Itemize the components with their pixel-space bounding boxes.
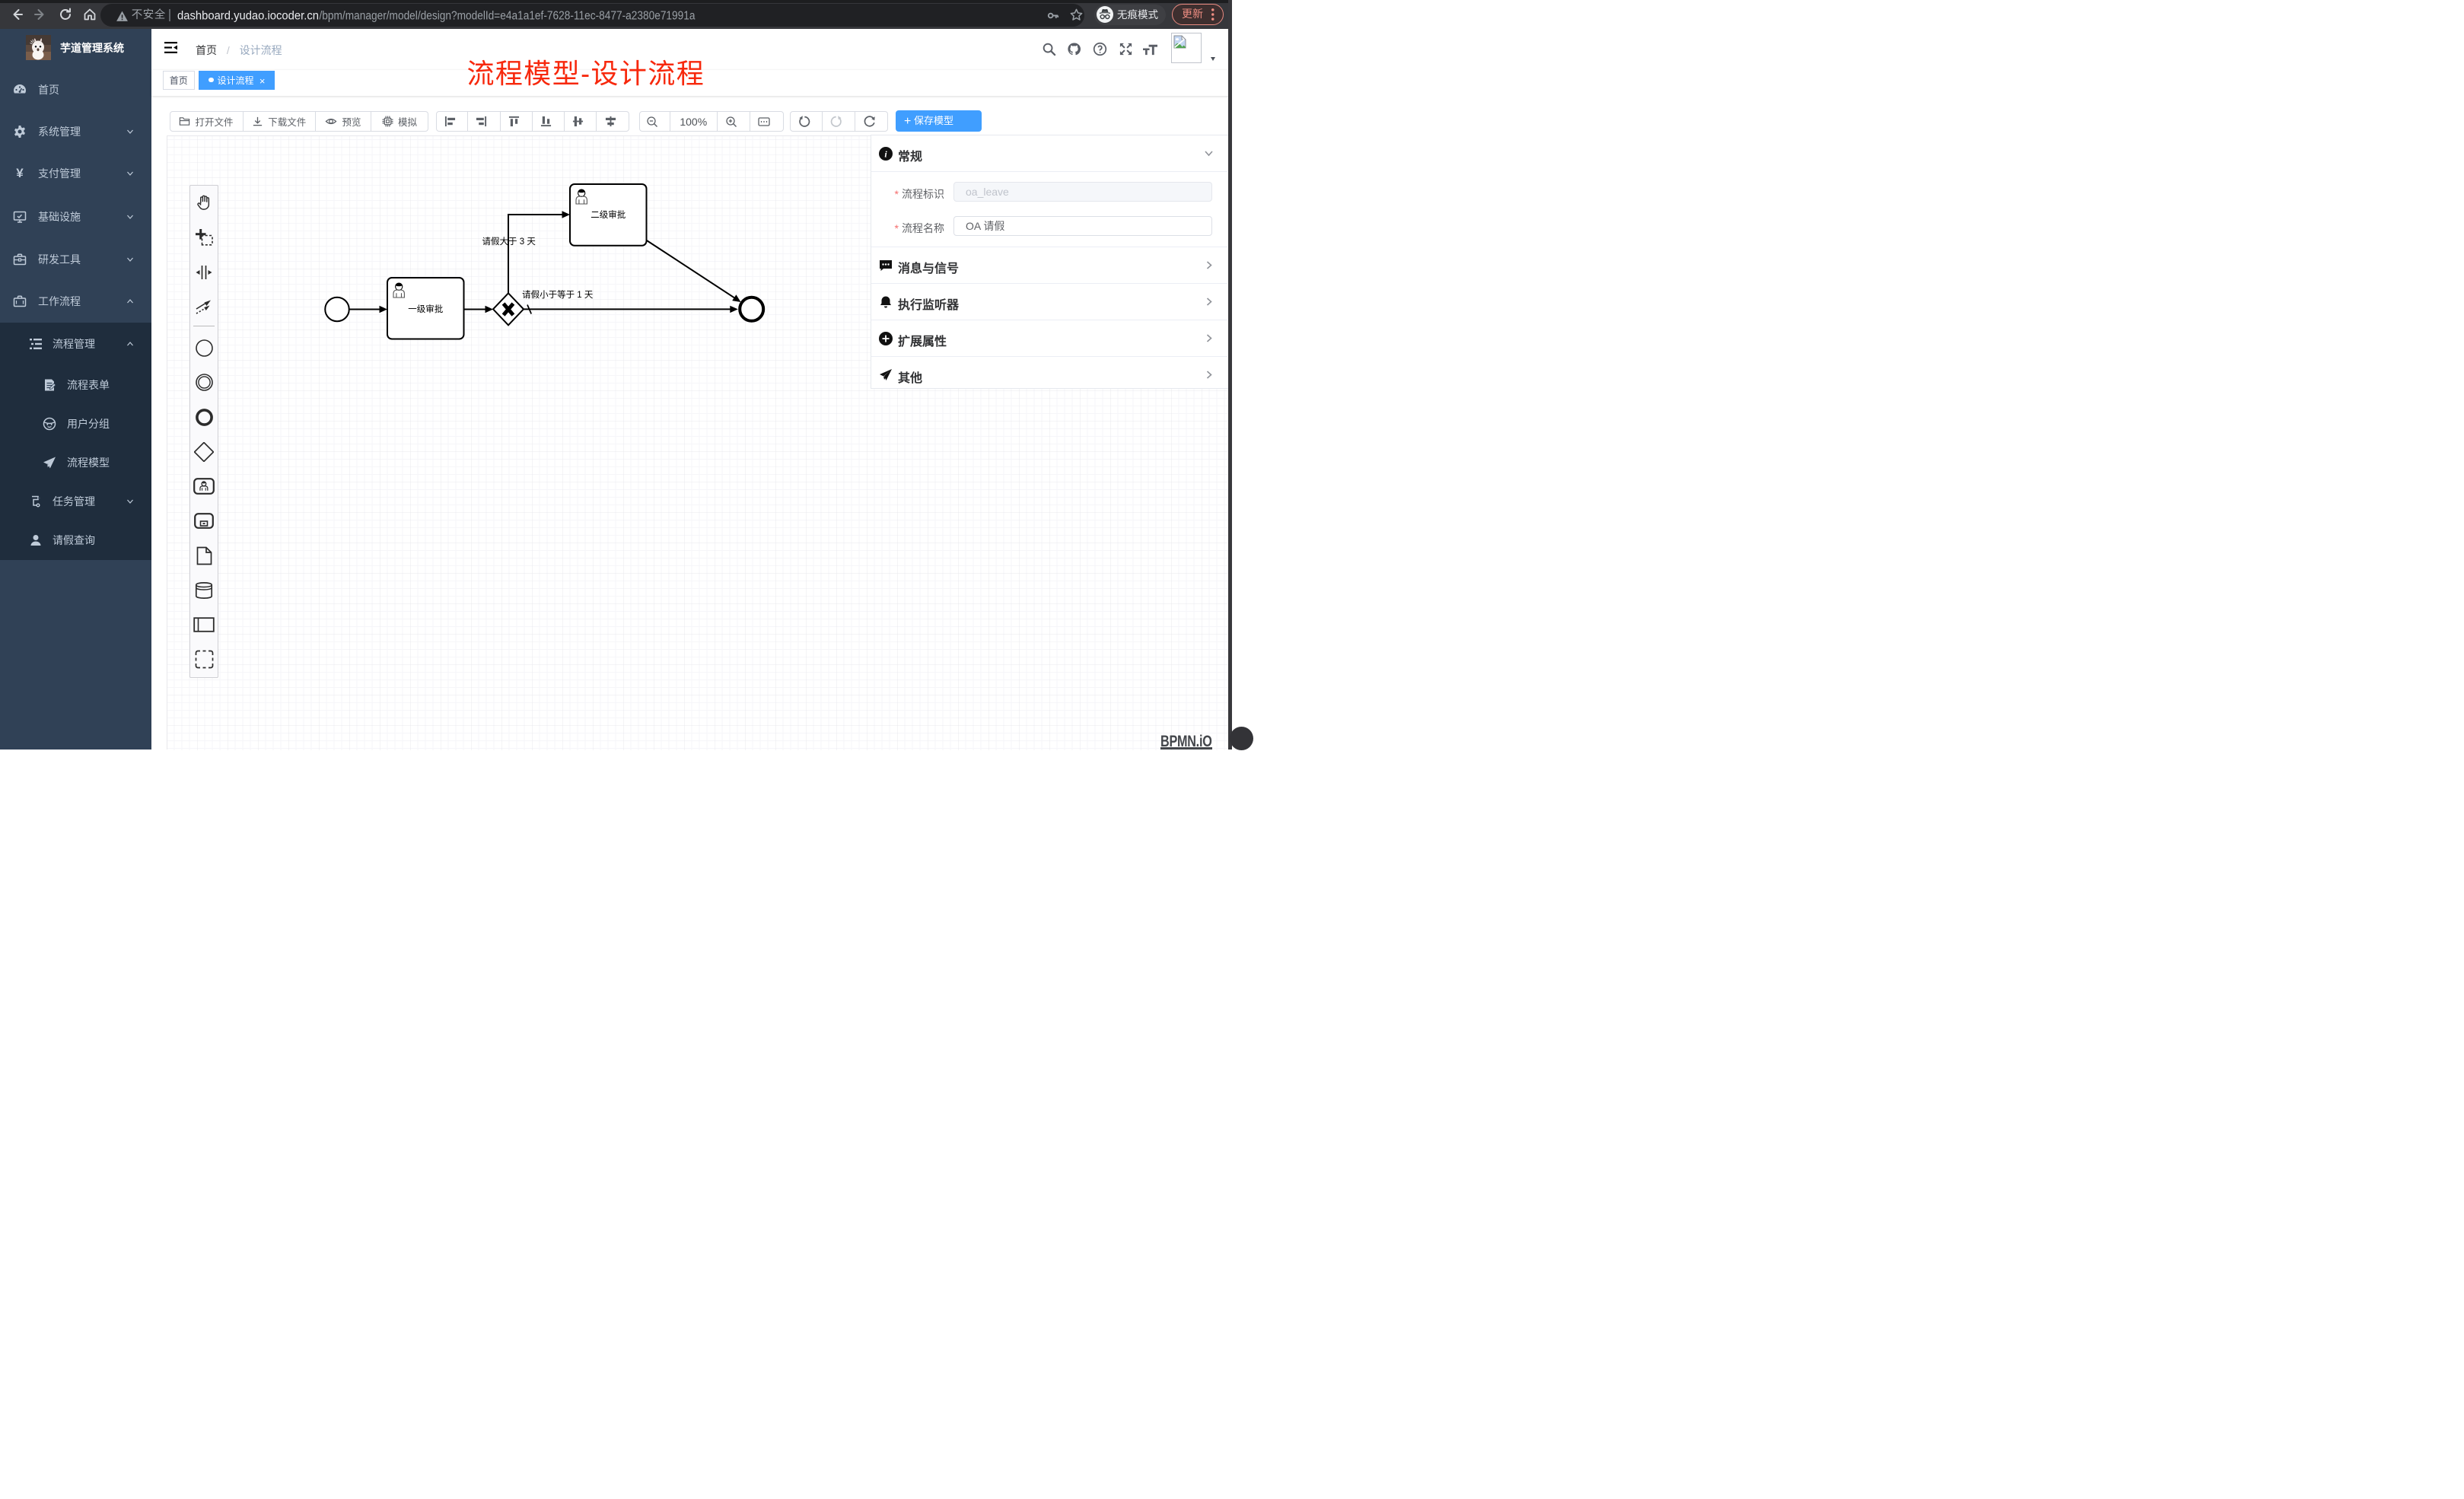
svg-text:dashboard.yudao.iocoder.cn: dashboard.yudao.iocoder.cn (177, 10, 319, 23)
svg-text:请假小于等于 1 天: 请假小于等于 1 天 (522, 289, 594, 300)
svg-text:一级审批: 一级审批 (408, 304, 443, 314)
svg-text:请假大于 3 天: 请假大于 3 天 (482, 236, 536, 247)
svg-text:/bpm/manager/model/design?mode: /bpm/manager/model/design?modelId=e4a1a1… (319, 10, 695, 23)
svg-text:i: i (884, 149, 887, 160)
svg-text:二级审批: 二级审批 (591, 209, 626, 220)
